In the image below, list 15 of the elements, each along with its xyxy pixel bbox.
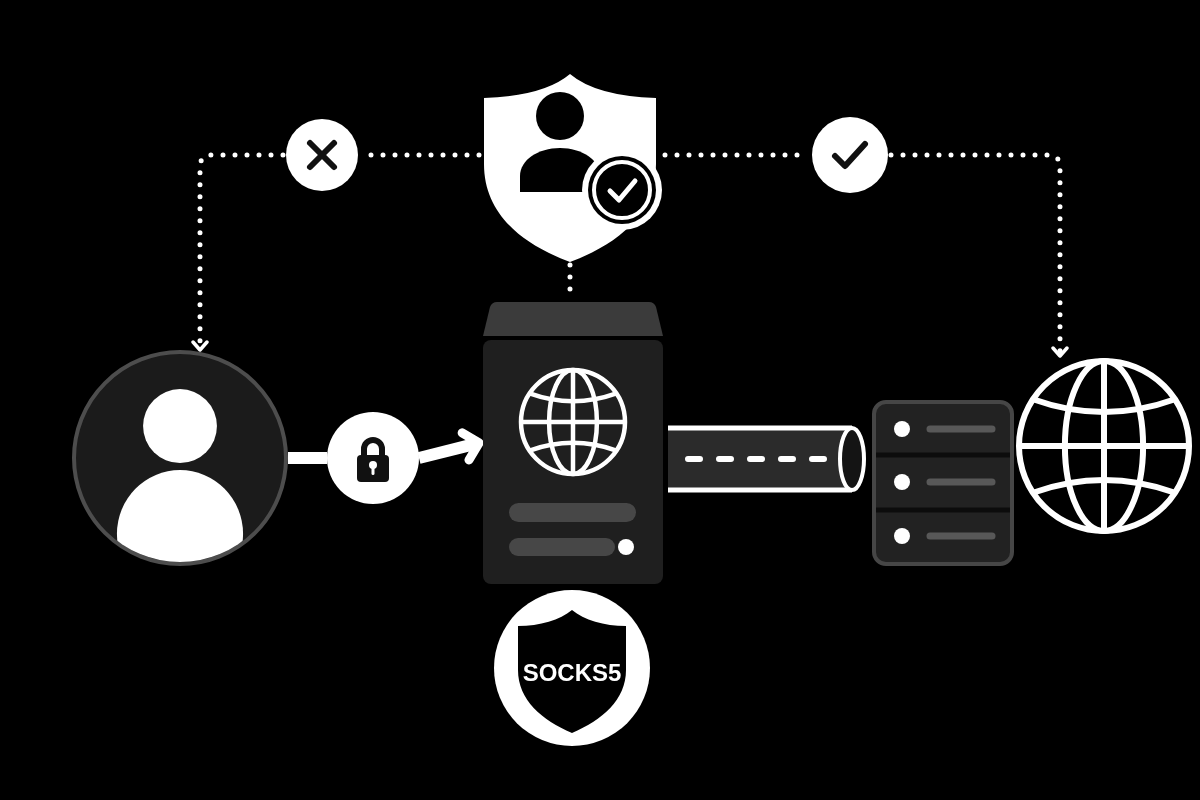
- badge-label: SOCKS5: [522, 660, 622, 685]
- server-rack-icon: [872, 400, 1014, 566]
- cross-icon: [286, 119, 358, 191]
- user-shield-icon: [482, 72, 662, 264]
- lock-icon: [327, 412, 419, 504]
- arrow: [417, 428, 484, 465]
- connector-bar: [288, 452, 327, 464]
- tunnel-pipe: [668, 424, 868, 494]
- dotted-arrow: [191, 152, 286, 355]
- check-icon: [812, 117, 888, 193]
- dotted-arrow: [888, 152, 1069, 361]
- user-avatar: [72, 350, 288, 566]
- proxy-server: [483, 300, 663, 584]
- globe-icon: [1016, 358, 1192, 534]
- shield-badge: [494, 590, 650, 746]
